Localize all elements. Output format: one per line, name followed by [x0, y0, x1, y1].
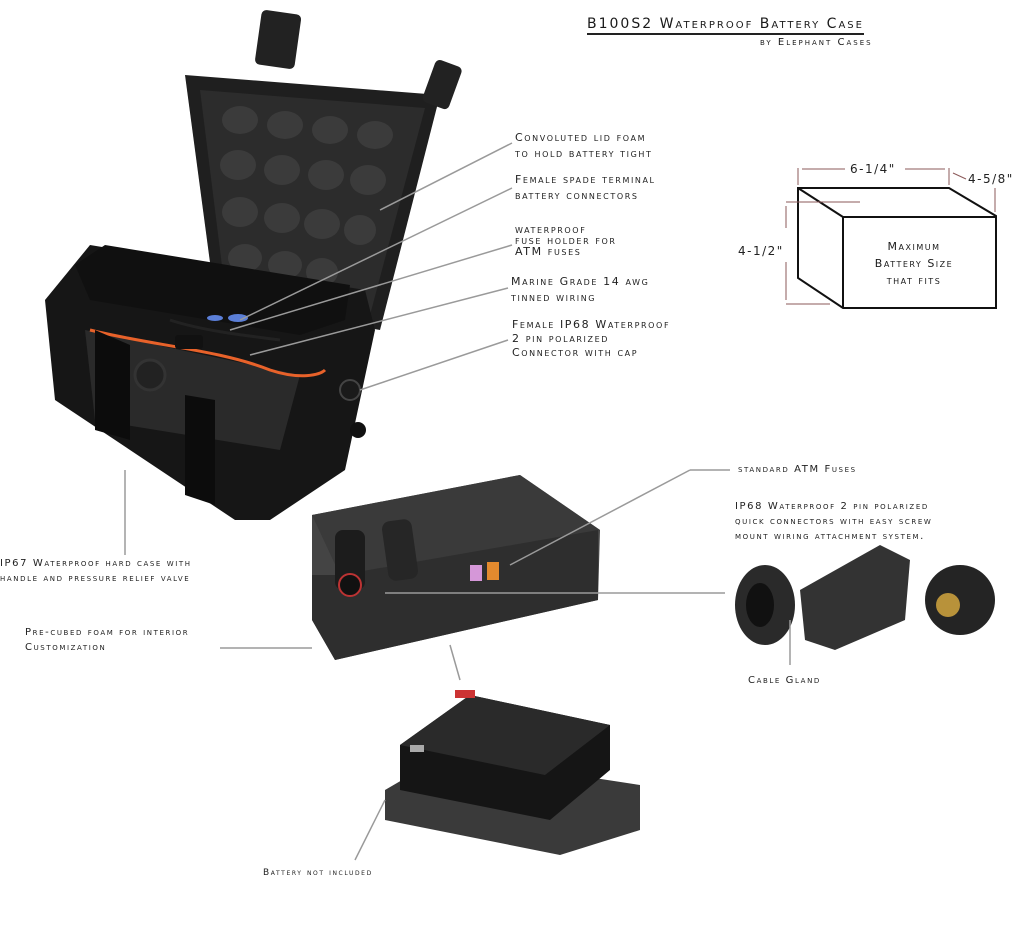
- dimension-depth: 4-5/8": [968, 172, 1014, 186]
- foam-tray-image: [312, 475, 600, 660]
- battery-size-diagram: [785, 168, 997, 309]
- callout-line: tinned wiring: [511, 291, 597, 304]
- callout-line: Convoluted lid foam: [515, 131, 647, 144]
- battery-image: [385, 690, 640, 855]
- dimension-height: 4-1/2": [738, 244, 784, 258]
- callout-line: Marine Grade 14 awg: [511, 275, 650, 288]
- callout-line: Battery not included: [263, 868, 373, 878]
- callout-line: Pre-cubed foam for interior: [25, 627, 190, 638]
- callout-line: standard ATM Fuses: [738, 464, 857, 475]
- callout-battery: Battery not included: [263, 866, 373, 880]
- dimension-width: 6-1/4": [850, 162, 896, 176]
- callout-line: IP68 Waterproof 2 pin polarized: [735, 501, 929, 512]
- label-line: that fits: [886, 274, 942, 287]
- callout-ip68-connector: Female IP68 Waterproof 2 pin polarized C…: [512, 318, 670, 360]
- callout-line: Female spade terminal: [515, 173, 656, 186]
- callout-line: 2 pin polarized: [512, 332, 610, 345]
- case-lid-image: [185, 10, 462, 330]
- callout-line: Connector with cap: [512, 346, 639, 359]
- callout-line: waterproof: [515, 223, 587, 236]
- callout-line: ATM fuses: [515, 245, 582, 258]
- callout-line: Cable Gland: [748, 675, 821, 686]
- callout-line: battery connectors: [515, 189, 639, 202]
- callout-line: handle and pressure relief valve: [0, 573, 191, 584]
- callout-fuse-holder: waterproof fuse holder for ATM fuses: [515, 224, 617, 257]
- battery-size-label: Maximum Battery Size that fits: [846, 238, 982, 289]
- callout-line: IP67 Waterproof hard case with: [0, 558, 192, 569]
- callout-foam: Pre-cubed foam for interior Customizatio…: [25, 625, 189, 655]
- callout-atm-fuses: standard ATM Fuses: [738, 463, 857, 477]
- callout-quick-connectors: IP68 Waterproof 2 pin polarized quick co…: [735, 499, 932, 544]
- callout-spade-connectors: Female spade terminal battery connectors: [515, 172, 656, 204]
- callout-line: to hold battery tight: [515, 147, 653, 160]
- case-body-image: [45, 245, 375, 520]
- callout-hard-case: IP67 Waterproof hard case with handle an…: [0, 556, 192, 586]
- callout-line: mount wiring attachment system.: [735, 531, 925, 542]
- callout-line: fuse holder for: [515, 234, 617, 247]
- callout-lid-foam: Convoluted lid foam to hold battery tigh…: [515, 130, 653, 162]
- label-line: Maximum: [887, 240, 941, 253]
- callout-line: Customization: [25, 642, 107, 653]
- label-line: Battery Size: [874, 257, 954, 270]
- leader-lines: [124, 142, 791, 861]
- callout-line: quick connectors with easy screw: [735, 516, 933, 527]
- callout-line: Female IP68 Waterproof: [512, 318, 671, 331]
- callout-wiring: Marine Grade 14 awg tinned wiring: [511, 274, 649, 306]
- quick-connectors-image: [735, 545, 995, 650]
- page-title: B100S2 Waterproof Battery Case: [587, 16, 864, 35]
- page-subtitle: by Elephant Cases: [760, 37, 873, 48]
- callout-cable-gland: Cable Gland: [748, 674, 821, 688]
